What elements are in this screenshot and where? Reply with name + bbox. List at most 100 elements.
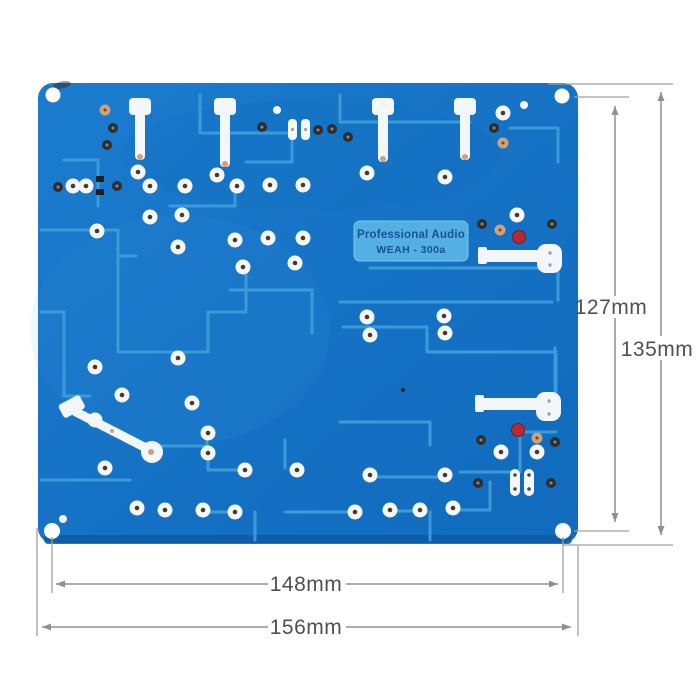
oval-pad-hole [290, 127, 295, 132]
pad-hole [200, 507, 206, 513]
dimension-annotations: 127mm 135mm 148mm 156mm [36, 83, 694, 639]
terminal-connector-bottom [475, 392, 561, 421]
pcb-board: Professional Audio WEAH - 300a [30, 81, 578, 544]
pad-hole [147, 183, 153, 189]
pad-hole [442, 174, 448, 180]
slot-solder-tip [222, 161, 228, 167]
copper-trace [338, 420, 432, 447]
copper-trace [39, 228, 138, 258]
solder-jumper [58, 395, 163, 463]
pad-hole [205, 430, 211, 436]
pad-hole [134, 505, 140, 511]
label-model-text: WEAH - 300a [376, 244, 445, 256]
white-dot [520, 101, 528, 109]
pad-hole [242, 467, 248, 473]
connector-pin [547, 399, 551, 403]
copper-trace [458, 430, 558, 474]
connector-pin [547, 412, 551, 416]
dark-square-pad [96, 176, 104, 182]
oval-pad-hole [527, 473, 531, 477]
pad-hole [364, 314, 370, 320]
dimension-outer-width: 156mm [36, 528, 579, 639]
pad-hole [182, 183, 188, 189]
copper-dot-center [498, 228, 502, 232]
pad-hole [300, 182, 306, 188]
pad-hole [102, 465, 108, 471]
connector-pin [548, 263, 552, 267]
dimension-outer-height: 135mm [548, 83, 694, 546]
dimension-inner-height: 127mm [574, 96, 647, 532]
oval-pad [510, 469, 520, 496]
board-substrate [38, 83, 578, 543]
jumper-solder-mid [110, 429, 114, 433]
dark-dot-center [115, 184, 119, 188]
dark-dot-center [479, 438, 483, 442]
dark-dot-center [550, 222, 554, 226]
oval-pad-hole [303, 127, 308, 132]
pad-hole [240, 264, 246, 270]
dark-dot-center [476, 481, 480, 485]
tiny-dark-dot [400, 387, 406, 393]
dark-dot-center [111, 126, 115, 130]
pad-hole [300, 235, 306, 241]
copper-trace [338, 93, 472, 124]
dark-dot-center [549, 481, 553, 485]
white-dot [273, 106, 281, 114]
dimension-label-156mm: 156mm [270, 616, 343, 639]
top-slots [129, 98, 476, 167]
pad-hole [441, 313, 447, 319]
dimension-label-135mm: 135mm [621, 338, 694, 361]
pad-hole [364, 170, 370, 176]
pad-hole [70, 183, 76, 189]
copper-dot-center [501, 141, 505, 145]
copper-trace [228, 288, 314, 335]
slot-head [214, 98, 236, 115]
mounting-hole [555, 523, 571, 539]
slot-head [129, 98, 151, 115]
pad-hole [214, 172, 220, 178]
dark-dot-center [316, 128, 320, 132]
copper-dot-center [103, 108, 107, 112]
pad-hole [294, 467, 300, 473]
mounting-hole [44, 523, 60, 539]
dimension-label-148mm: 148mm [270, 573, 343, 596]
slot-head [454, 98, 476, 115]
slot-stem [135, 112, 145, 160]
pad-hole [267, 182, 273, 188]
copper-dot-center [535, 436, 539, 440]
oval-pad-hole [527, 487, 531, 491]
copper-trace [39, 310, 66, 398]
copper-trace [451, 480, 492, 512]
dark-dot-center [56, 185, 60, 189]
oval-pad-hole [513, 487, 517, 491]
pad-hole [94, 228, 100, 234]
pad-hole [352, 509, 358, 515]
silkscreen-label: Professional Audio WEAH - 300a [353, 220, 469, 262]
pad-hole [442, 330, 448, 336]
pad-hole [205, 450, 211, 456]
dark-dot-center [346, 135, 350, 139]
mounting-hole [45, 87, 61, 103]
connector-pin [548, 251, 552, 255]
pad-hole [442, 472, 448, 478]
white-dot [59, 515, 67, 523]
pad-hole [450, 505, 456, 511]
dark-dot-center [492, 126, 496, 130]
slot-stem [460, 112, 470, 160]
oval-pad [524, 469, 534, 496]
copper-trace [168, 186, 237, 208]
pad-hole [179, 212, 185, 218]
component-dots [53, 101, 560, 523]
slot-solder-tip [380, 156, 386, 162]
pad-hole [232, 509, 238, 515]
board-bottom-edge [44, 535, 572, 544]
pad-hole [162, 507, 168, 513]
pad-hole [514, 212, 520, 218]
jumper-solder-tip [148, 449, 154, 455]
pad-hole [534, 449, 540, 455]
pad-hole [387, 507, 393, 513]
dark-dot-center [330, 127, 334, 131]
pad-hole [367, 332, 373, 338]
pad-hole [189, 400, 195, 406]
